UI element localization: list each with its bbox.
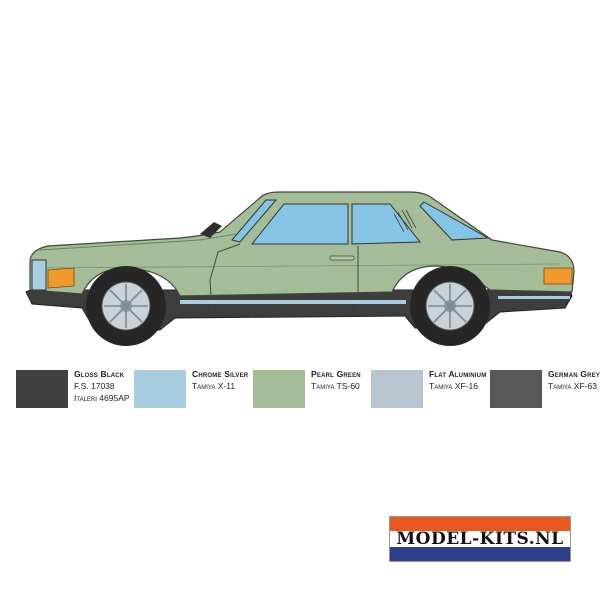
swatch-name: Gloss Black <box>74 369 125 379</box>
rear-light <box>543 267 573 285</box>
color-swatch-list: Gloss Black F.S. 17038 Italeri 4695AP Ch… <box>0 368 600 418</box>
swatch-code: F.S. 17038 <box>74 381 115 391</box>
logo-band-bottom <box>390 547 570 561</box>
rear-bumper-trim <box>498 296 570 299</box>
quarter-window <box>351 203 422 245</box>
car-profile-illustration <box>25 191 575 346</box>
swatch-chip <box>134 370 186 408</box>
swatch-code: Tamiya X-11 <box>192 381 236 391</box>
door-handle <box>329 255 355 261</box>
swatch-code-alt: Italeri 4695AP <box>74 393 130 403</box>
swatch-chip <box>371 370 423 408</box>
watermark-logo[interactable]: MODEL-KITS.NL <box>389 516 571 562</box>
logo-text: MODEL-KITS.NL <box>396 529 564 549</box>
rear-wheel <box>410 266 490 346</box>
swatch-chip <box>253 370 305 408</box>
front-wheel <box>86 266 166 346</box>
side-window <box>250 203 349 245</box>
swatch-name: Flat Aluminium <box>429 369 487 379</box>
logo-band-top <box>390 517 570 531</box>
swatch-chip <box>490 370 542 408</box>
hood-line <box>39 233 237 251</box>
front-indicator <box>47 267 75 289</box>
swatch-code: Tamiya TS-60 <box>311 381 360 391</box>
rear-window <box>419 201 490 241</box>
swatch-code: Tamiya XF-63 <box>548 381 597 391</box>
windshield <box>231 199 278 243</box>
side-mirror <box>200 222 222 238</box>
swatch-chip <box>16 370 68 408</box>
logo-band-middle <box>390 531 570 547</box>
front-grille <box>31 259 47 291</box>
sill-trim <box>180 300 406 304</box>
swatch-code: Tamiya XF-16 <box>429 381 478 391</box>
pillar-louvres <box>393 209 417 233</box>
swatch-name: Pearl Green <box>311 369 361 379</box>
swatch-name: Chrome Silver <box>192 369 249 379</box>
swatch-name: German Grey <box>548 369 600 379</box>
